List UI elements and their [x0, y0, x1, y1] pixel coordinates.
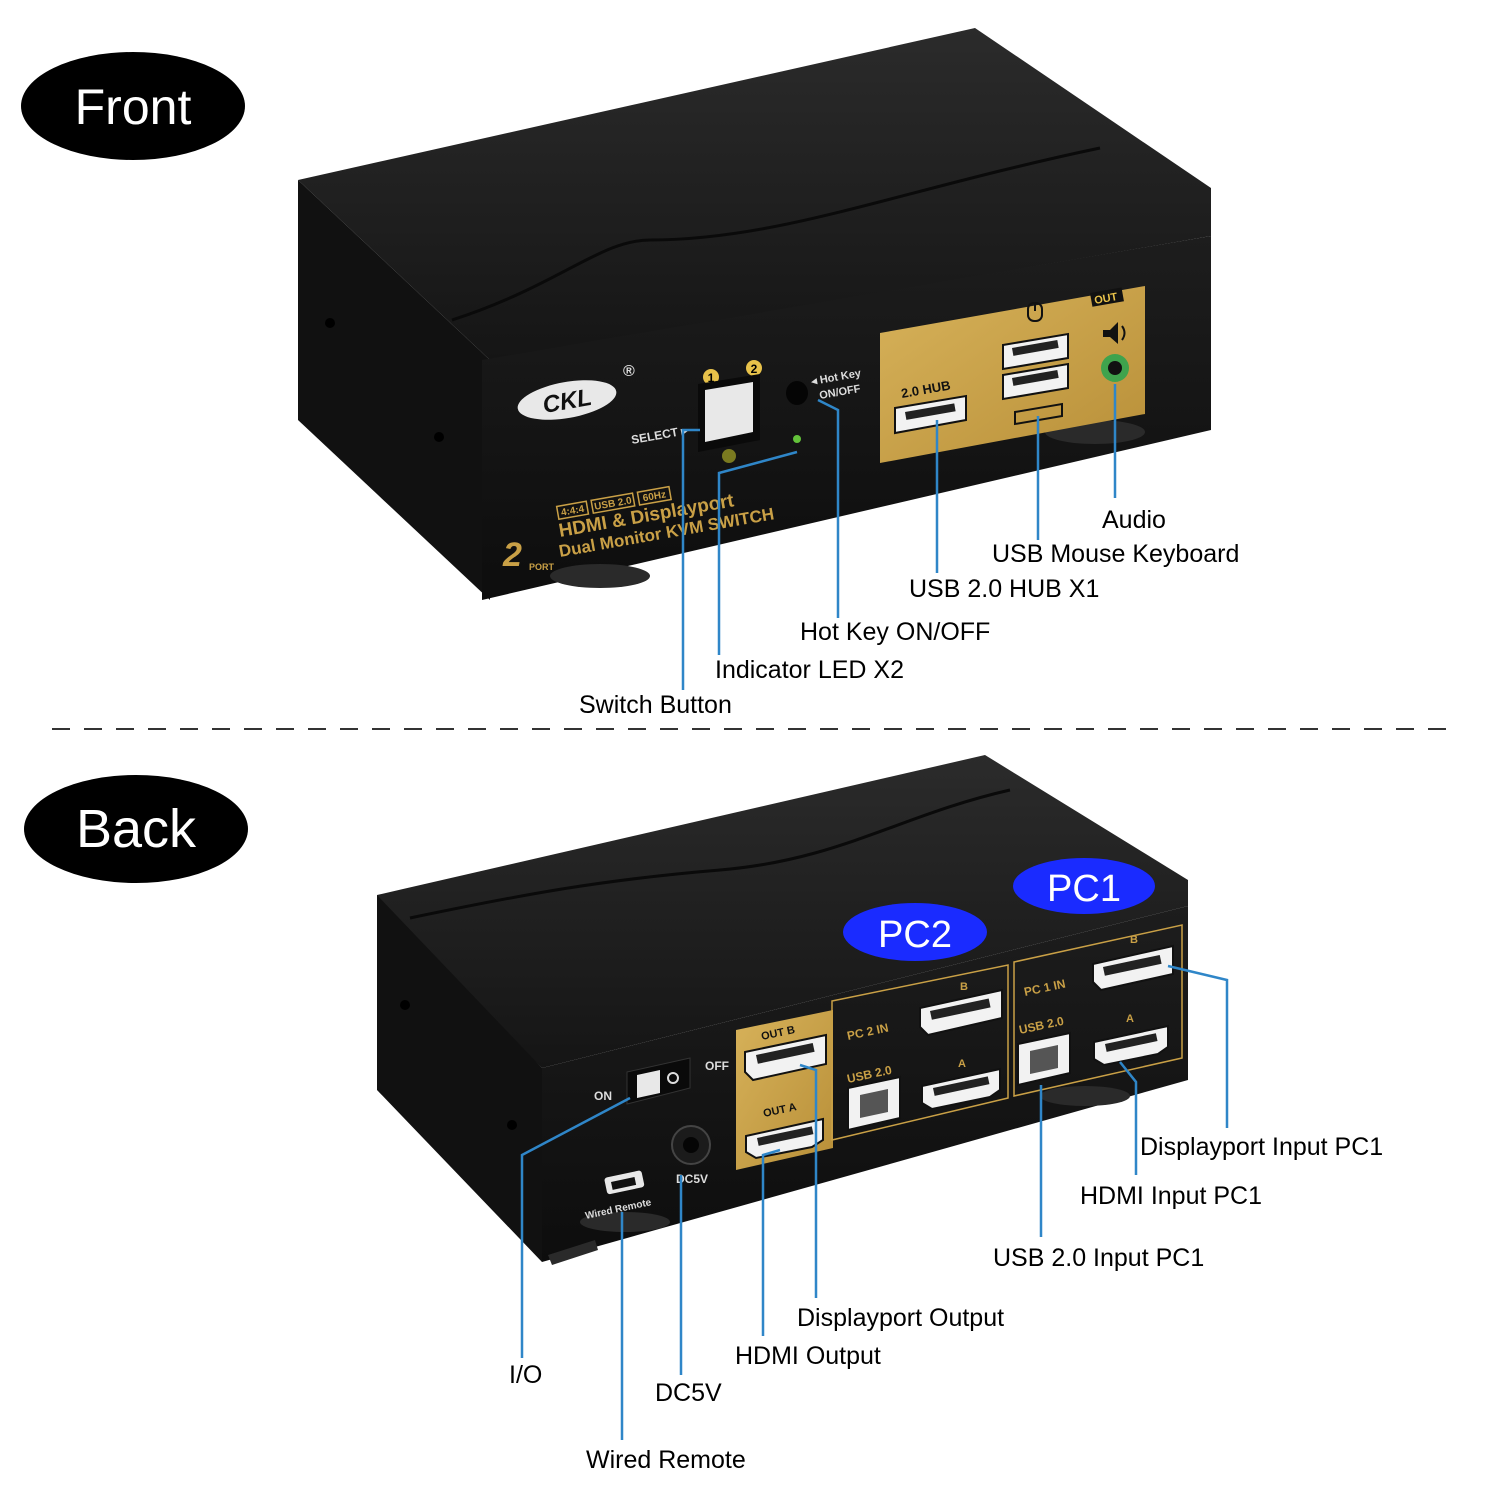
front-section-pill: Front: [21, 52, 245, 160]
callout-line-hdmi-input-pc1: [1119, 1061, 1138, 1175]
callout-line-displayport-output: [799, 1063, 818, 1298]
callout-usb-mouse-keyboard: USB Mouse Keyboard: [992, 540, 1240, 568]
wired-remote-port[interactable]: [604, 1170, 645, 1195]
pc2-badge: PC2: [843, 903, 987, 961]
svg-text:OFF: OFF: [705, 1059, 729, 1073]
keyboard-icon: [1014, 402, 1063, 426]
svg-text:PC1: PC1: [1047, 868, 1121, 910]
callout-line-hot-key: [817, 398, 840, 618]
port-count: 2: [502, 536, 522, 574]
svg-text:60Hz: 60Hz: [642, 489, 667, 504]
back-callout-lines: [520, 964, 1229, 1440]
screw-hole: [325, 318, 335, 328]
front-device-top: [298, 28, 1211, 360]
back-device-top: [377, 755, 1188, 1068]
screw-hole: [434, 432, 444, 442]
usb-mouse-port[interactable]: [1002, 332, 1069, 371]
pc2-panel-outline: [831, 964, 1009, 1141]
displayport-output-port[interactable]: [744, 1033, 827, 1082]
callout-usb-input-pc1: USB 2.0 Input PC1: [993, 1244, 1205, 1272]
front-device: CKL ® 4:4:4 USB 2.0 60Hz HDMI & Displayp…: [298, 28, 1211, 600]
front-callout-lines: [681, 384, 1117, 690]
screw-hole: [507, 1120, 517, 1130]
back-device-left-side: [377, 895, 542, 1262]
pc2-usb-b-input[interactable]: [847, 1075, 901, 1132]
callout-displayport-output: Displayport Output: [797, 1304, 1005, 1332]
port-1-marker: [703, 369, 719, 385]
indicator-led-1: [722, 449, 736, 463]
callout-line-hdmi-output: [761, 1148, 781, 1336]
indicator-led-2: [793, 435, 801, 443]
out-badge: [1090, 287, 1124, 307]
port-2-marker: [746, 360, 762, 376]
port-word: PORT: [529, 562, 555, 572]
svg-text:B: B: [1130, 934, 1138, 946]
pc2-displayport-input[interactable]: [919, 988, 1003, 1037]
callout-usb-hub: USB 2.0 HUB X1: [909, 575, 1100, 603]
callout-hot-key: Hot Key ON/OFF: [800, 618, 991, 646]
svg-text:ON: ON: [594, 1089, 612, 1103]
hotkey-button[interactable]: [786, 381, 808, 405]
svg-text:A: A: [958, 1058, 966, 1070]
callout-line-indicator-led: [717, 450, 798, 655]
usb-hub-port[interactable]: [894, 394, 967, 435]
select-button[interactable]: [705, 382, 753, 442]
usb-keyboard-port[interactable]: [1002, 362, 1069, 401]
svg-text:B: B: [960, 981, 968, 993]
speaker-icon: [1103, 322, 1126, 344]
svg-text:OUT: OUT: [1093, 291, 1118, 307]
callout-hdmi-input-pc1: HDMI Input PC1: [1080, 1182, 1263, 1210]
callout-io: I/O: [509, 1361, 543, 1389]
svg-text:1: 1: [708, 371, 715, 385]
front-section-label: Front: [75, 79, 192, 135]
callout-dc5v: DC5V: [655, 1379, 722, 1407]
svg-text:2: 2: [751, 362, 758, 376]
callout-line-switch-button: [681, 428, 700, 690]
back-section-pill: Back: [24, 775, 248, 883]
rubber-foot: [1040, 1086, 1130, 1106]
svg-text:PC2: PC2: [878, 914, 952, 956]
svg-text:4:4:4: 4:4:4: [560, 504, 585, 519]
back-section-label: Back: [76, 799, 197, 859]
device-bracket: [548, 1240, 598, 1265]
front-device-lid-seam: [451, 146, 1101, 322]
callout-displayport-input-pc1: Displayport Input PC1: [1140, 1133, 1384, 1161]
callout-audio: Audio: [1102, 506, 1166, 534]
mouse-icon: [1027, 302, 1043, 322]
pc1-hdmi-input[interactable]: [1093, 1024, 1169, 1067]
rubber-foot: [550, 564, 650, 588]
dc-power-jack[interactable]: [671, 1125, 711, 1165]
pc1-displayport-input[interactable]: [1092, 944, 1174, 992]
svg-text:®: ®: [623, 363, 635, 380]
pc1-panel-outline: [1013, 924, 1183, 1097]
back-device: ON OFF Wired Remote DC5V OUT B OUT A: [377, 755, 1188, 1265]
pc1-badge: PC1: [1013, 858, 1155, 914]
brand-logo: CKL ®: [517, 363, 635, 420]
spec-badges: 4:4:4 USB 2.0 60Hz: [555, 485, 673, 521]
callout-wired-remote: Wired Remote: [586, 1446, 746, 1474]
callout-indicator-led: Indicator LED X2: [715, 656, 904, 684]
svg-text:DC5V: DC5V: [676, 1172, 708, 1186]
screw-hole: [400, 1000, 410, 1010]
pc1-usb-b-input[interactable]: [1017, 1031, 1071, 1087]
front-device-left-side: [298, 180, 490, 600]
rubber-foot: [580, 1212, 670, 1232]
callout-line-displayport-input-pc1: [1167, 964, 1229, 1128]
callout-hdmi-output: HDMI Output: [735, 1342, 881, 1370]
audio-out-jack[interactable]: [1101, 354, 1129, 382]
svg-text:A: A: [1126, 1013, 1134, 1025]
callout-line-io: [520, 1096, 631, 1358]
pc2-hdmi-input[interactable]: [921, 1067, 1001, 1111]
back-device-lid-seam: [409, 788, 1011, 920]
hdmi-output-port[interactable]: [745, 1117, 824, 1160]
power-switch[interactable]: [626, 1057, 691, 1105]
callout-switch-button: Switch Button: [579, 691, 732, 719]
